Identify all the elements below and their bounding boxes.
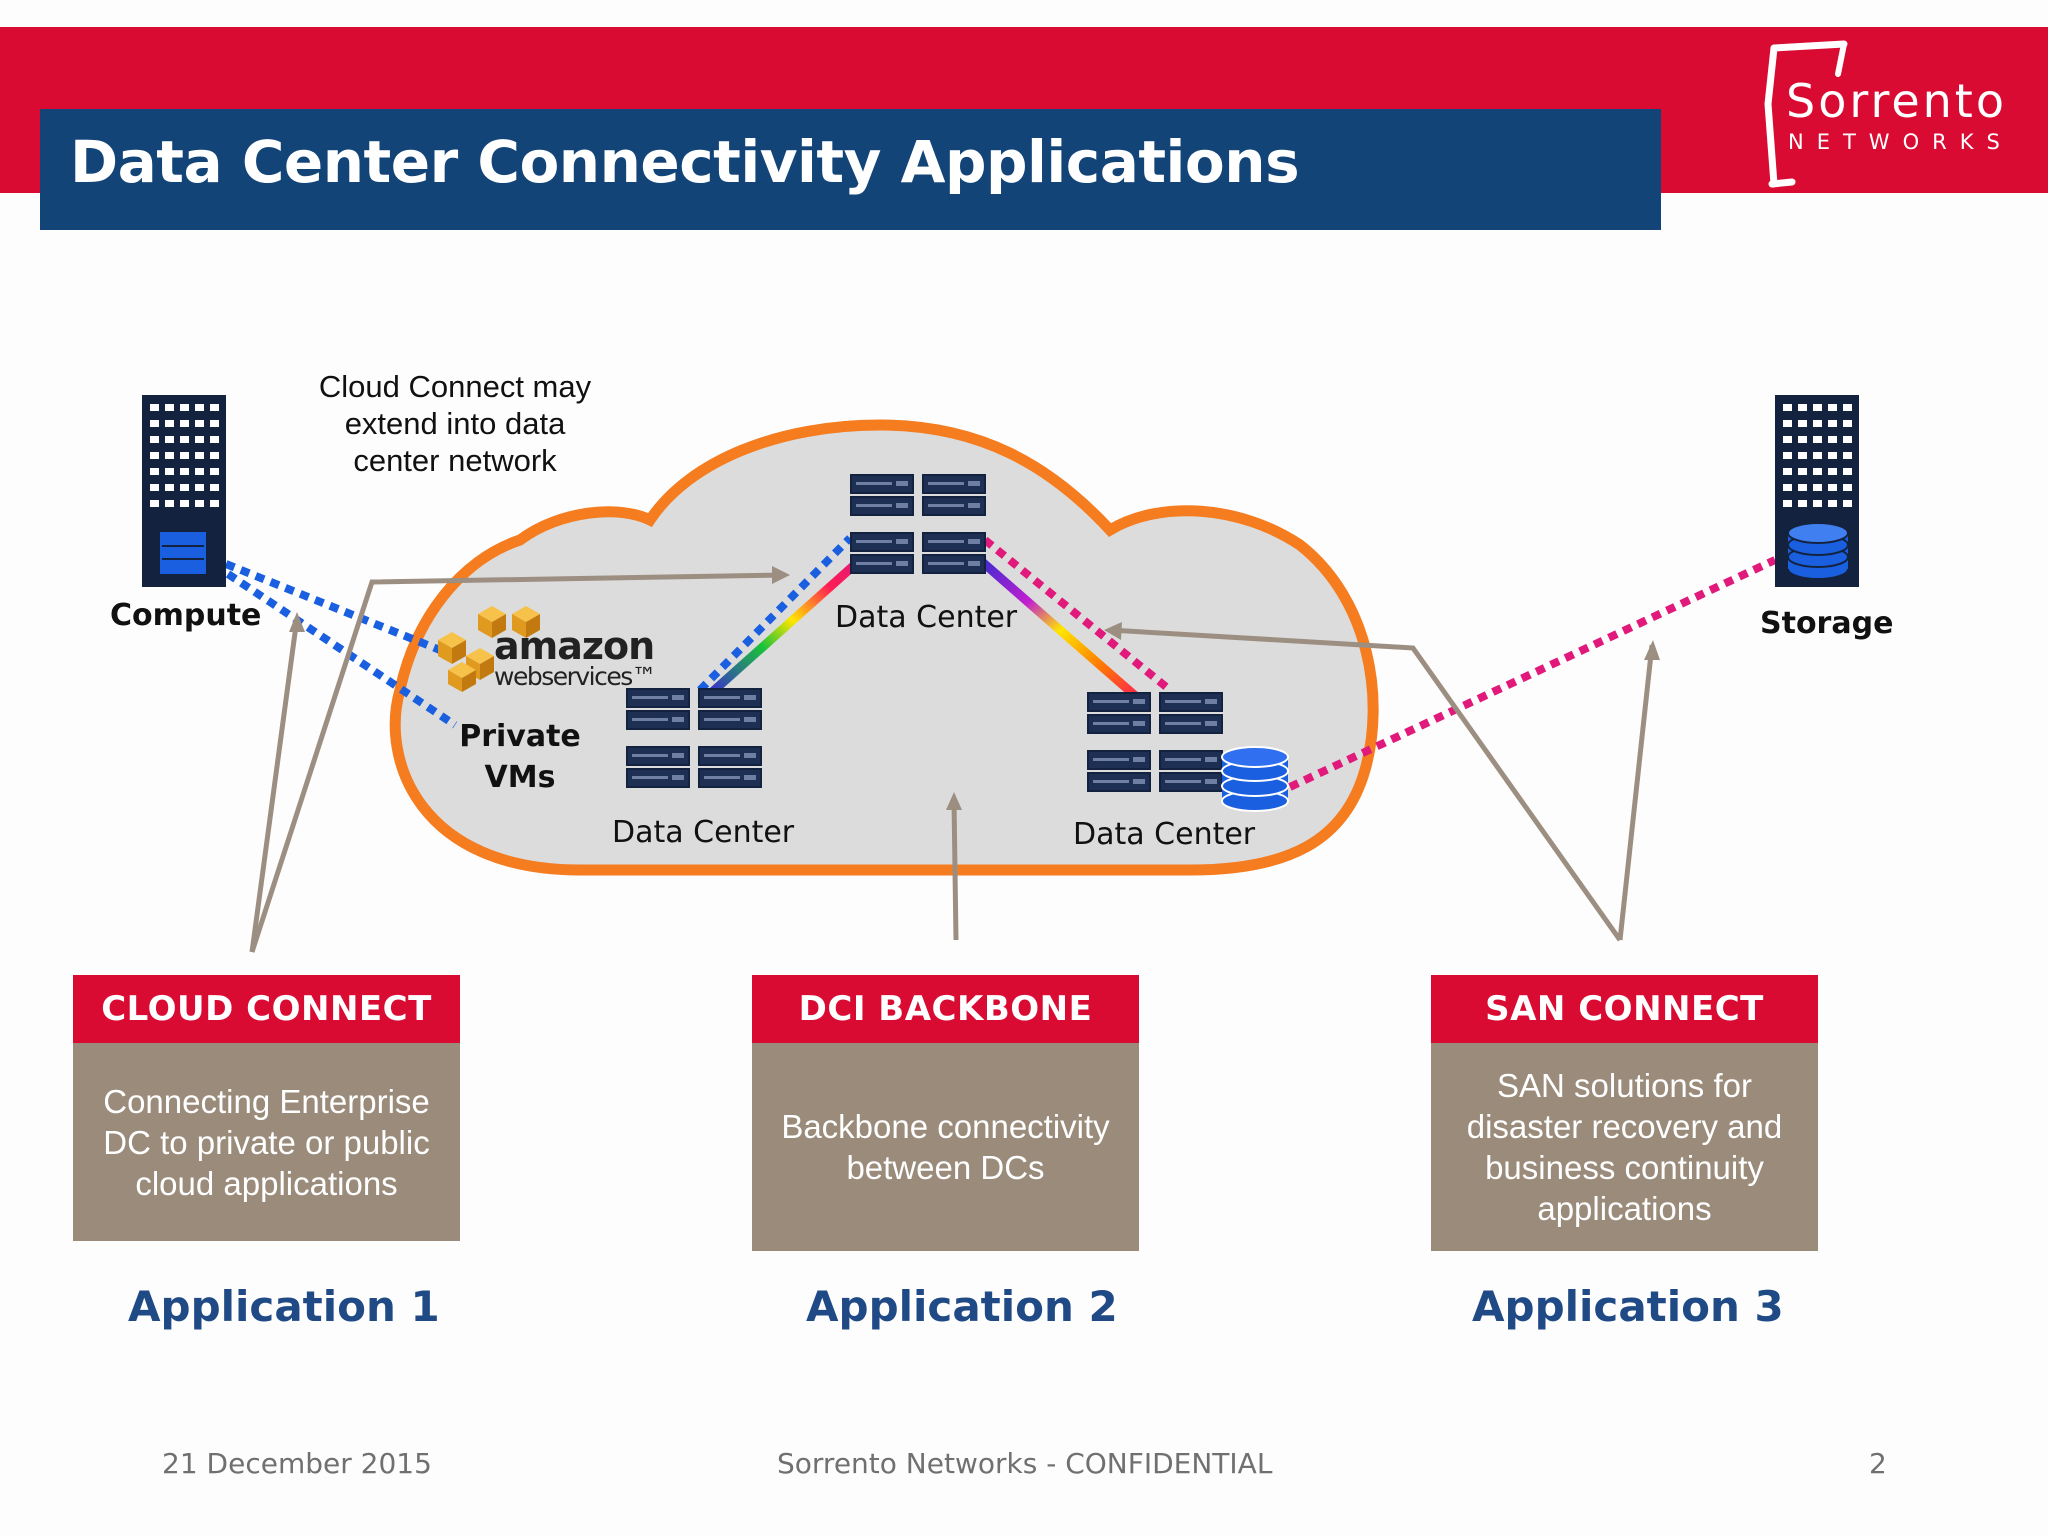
application-description: Connecting Enterprise DC to private or p… (73, 1043, 460, 1241)
aws-wordmark: amazon (494, 624, 655, 668)
compute-building-icon (142, 395, 226, 587)
arrowhead-dc (1104, 622, 1122, 640)
footer-date: 21 December 2015 (162, 1447, 432, 1480)
data-center-left-label: Data Center (612, 815, 795, 850)
compute-cloud-link (697, 535, 853, 693)
compute-label: Compute (110, 598, 262, 633)
arrowhead-backbone (946, 792, 962, 810)
dci-link-right (977, 556, 1143, 704)
arrow-app1-compute (249, 617, 300, 953)
application-box-cloud-connect: CLOUD CONNECT Connecting Enterprise DC t… (73, 975, 460, 1241)
arrow-app3-storage (1617, 644, 1655, 941)
arrow-app3-dc (1109, 627, 1623, 942)
data-center-right-label: Data Center (1073, 817, 1256, 852)
logo-subtitle: NETWORKS (1788, 130, 2013, 154)
application-3-label: Application 3 (1472, 1282, 1784, 1331)
footer-confidential: Sorrento Networks - CONFIDENTIAL (777, 1447, 1273, 1480)
application-box-san-connect: SAN CONNECT SAN solutions for disaster r… (1431, 975, 1818, 1251)
application-2-label: Application 2 (806, 1282, 1118, 1331)
cloud-connect-note: Cloud Connect may extend into data cente… (318, 369, 592, 478)
dci-link-left (707, 556, 863, 698)
data-center-top-label: Data Center (835, 600, 1018, 635)
san-disk-icon (1221, 746, 1289, 812)
arrow-app1-cloud (249, 572, 786, 953)
footer-page-number: 2 (1869, 1447, 1887, 1480)
application-description: Backbone connectivity between DCs (752, 1043, 1139, 1251)
arrowhead-cloud (772, 566, 790, 584)
storage-building-icon (1775, 395, 1859, 587)
arrow-app2 (951, 799, 959, 941)
compute-aws-link (224, 560, 442, 654)
logo-mark-icon (1764, 40, 1848, 188)
title-bar (40, 109, 1661, 230)
aws-submark: webservices™ (494, 662, 657, 691)
compute-vms-link (225, 570, 458, 729)
arrowhead-storage (1644, 640, 1660, 660)
application-description: SAN solutions for disaster recovery and … (1431, 1043, 1818, 1251)
page-title: Data Center Connectivity Applications (70, 128, 1300, 196)
san-dc-link (982, 536, 1173, 694)
logo-wordmark: Sorrento (1786, 74, 2007, 128)
storage-label: Storage (1760, 606, 1894, 641)
private-vms-label: Private VMs (459, 719, 581, 795)
application-header: CLOUD CONNECT (73, 975, 460, 1043)
arrowhead-compute (289, 612, 305, 632)
application-box-dci-backbone: DCI BACKBONE Backbone connectivity betwe… (752, 975, 1139, 1251)
application-header: DCI BACKBONE (752, 975, 1139, 1043)
aws-cubes-icon (438, 606, 540, 692)
application-header: SAN CONNECT (1431, 975, 1818, 1043)
application-1-label: Application 1 (128, 1282, 440, 1331)
